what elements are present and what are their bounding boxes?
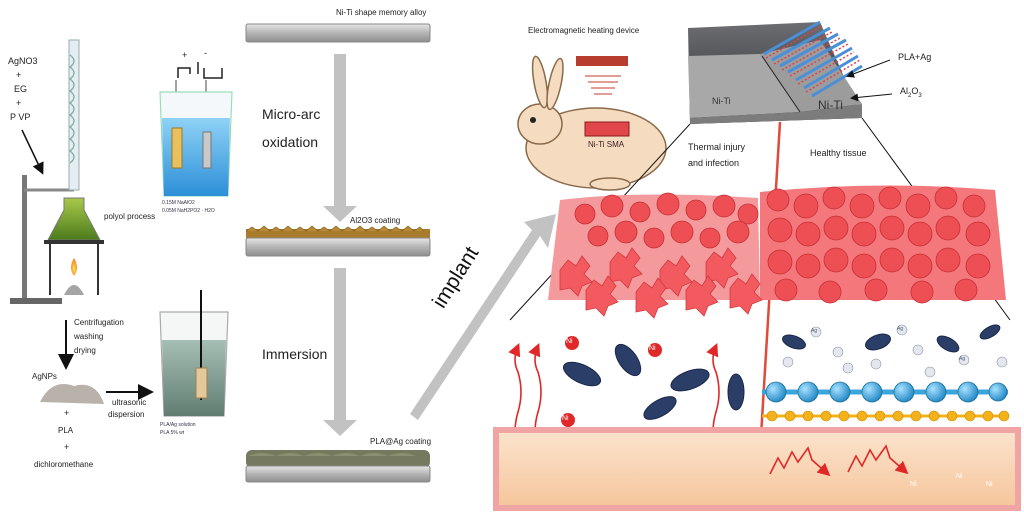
plus-sign-2: + (64, 442, 70, 452)
heating-device-icon (576, 56, 628, 95)
sma-label: Ni-Ti SMA (588, 140, 625, 149)
ni-ion-label-2: Ni (649, 345, 656, 352)
beaker-solution-label: PLA/Ag solution (160, 422, 196, 428)
inset-pla-ag-label: PLA+Ag (898, 52, 932, 62)
heating-device-label: Electromagnetic heating device (528, 26, 640, 35)
pla-ag-chain (762, 381, 1008, 403)
ni-ion-label-1: Ni (566, 338, 573, 345)
rabbit-icon (517, 55, 667, 191)
ni-ti-substrate (493, 427, 1021, 511)
dispersion-label: dispersion (108, 410, 145, 419)
ag-ion-label-1: Ag (811, 328, 818, 334)
heat-zigzag-arrows (769, 444, 909, 477)
immersion-label: Immersion (262, 346, 328, 362)
pla-label: PLA (58, 426, 74, 435)
thermal-injury-label: Thermal injury (688, 142, 746, 152)
ag-ion-label-2: Ag (897, 326, 904, 332)
ag-ions (782, 324, 1008, 378)
electrolyte-2: 0.05M NaH2PO2 · H2O (162, 208, 215, 214)
reagent-pvp: P VP (10, 112, 31, 122)
plus-sign-1: + (64, 408, 70, 418)
inset-niti-left: Ni-Ti (712, 96, 731, 106)
infection-label: and infection (688, 158, 740, 168)
drying-label: drying (74, 346, 96, 355)
reagent-plus-1: + (16, 70, 22, 80)
oxidation-label: oxidation (262, 134, 319, 150)
ni-ion-label-5: Ni (956, 473, 963, 480)
alloy-label: Ni-Ti shape memory alloy (336, 8, 427, 17)
pla-ag-beaker (159, 290, 229, 417)
ultrasonic-label: ultrasonic (112, 398, 147, 407)
cell-layer (548, 185, 1006, 319)
agnps-label: AgNPs (32, 372, 57, 381)
al2o3-coating-label: Al2O3 coating (350, 216, 401, 225)
al2o3-coated-plate (245, 225, 431, 257)
beaker-wt-label: PLA 5% wt (160, 430, 185, 436)
arrow-to-flask (21, 129, 44, 175)
healthy-tissue-label: Healthy tissue (810, 148, 867, 158)
electrode-negative: - (204, 48, 207, 58)
pointer-al2o3 (850, 93, 893, 102)
electrode-positive: + (182, 50, 188, 60)
ni-ti-plate-bare (245, 23, 431, 43)
electrolysis-cell (159, 62, 233, 197)
al2o3-layer (762, 410, 1010, 422)
centrifugation-label: Centrifugation (74, 318, 124, 327)
pointer-pla-ag (846, 59, 891, 78)
ni-ion-label-6: Ni (986, 481, 993, 488)
inset-niti-right: Ni-Ti (818, 98, 843, 112)
ni-ion-label-3: Ni (562, 415, 569, 422)
reagent-eg: EG (14, 84, 28, 94)
reflux-apparatus (10, 39, 104, 304)
implant-arrow (410, 214, 556, 420)
arrow-immersion (323, 268, 357, 436)
dichloromethane-label: dichloromethane (34, 460, 94, 469)
agnps-powder-icon (40, 384, 104, 404)
washing-label: washing (74, 332, 104, 341)
pla-ag-coating-label: PLA@Ag coating (370, 437, 432, 446)
electrolyte-1: 0.15M NaAlO2 (162, 200, 195, 206)
pla-ag-coated-plate (245, 450, 431, 483)
inset-al2o3-label: Al2O3 (900, 86, 922, 99)
ni-ion-label-4: Ni (910, 481, 917, 488)
reagent-plus-2: + (16, 98, 22, 108)
reagent-agno3: AgNO3 (8, 56, 38, 66)
polyol-label: polyol process (104, 212, 156, 221)
micro-arc-label: Micro-arc (262, 106, 321, 122)
arrow-micro-arc (323, 54, 357, 222)
ag-ion-label-3: Ag (959, 356, 966, 362)
coating-inset (688, 20, 863, 124)
bacteria-group (562, 324, 1001, 420)
